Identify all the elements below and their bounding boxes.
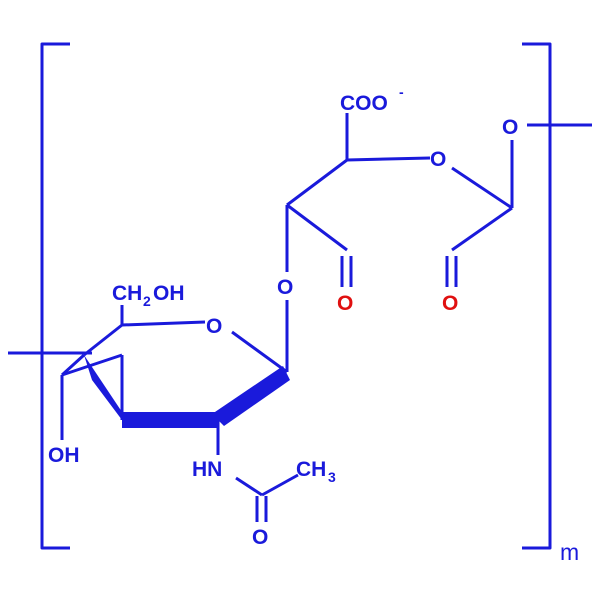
methyl-subscript: 3 [328,469,336,485]
ring-bond-c3-c3back [61,353,123,377]
bond-ring-o-right [451,166,513,210]
ring-bond-o-c1 [231,330,288,374]
amide-c-ch3 [261,473,299,497]
glycosidic-oxygen-label: O [277,276,293,299]
left-bracket [40,42,70,550]
ch2oh-oh-label: OH [153,282,185,305]
right-bracket [522,42,552,550]
wedge-c4-c3front [84,355,122,420]
repeat-index-label: m [560,539,579,565]
methyl-ch-label: CH [296,458,326,481]
aldehyde-left-oxygen: O [337,292,353,315]
carboxylate-label: COO [340,92,388,115]
wedge-front-bond [122,412,218,428]
bond-right-aldehyde [451,206,513,252]
amide-hn-label: HN [192,458,222,481]
aldehyde-right-oxygen: O [442,292,458,315]
ring-bond-c4-c3 [60,353,86,377]
wedge-c2-c1 [212,366,290,426]
ring-bond-c5-o [121,320,206,327]
bond-c-carboxyl-c [286,158,348,207]
carboxylate-charge: - [399,84,404,100]
amide-n-c [235,476,263,497]
ring-bond-c5-c4 [83,323,123,357]
sialic-ring-oxygen-label: O [430,148,446,171]
bond-to-ring-o [346,156,431,162]
hydroxyl-label: OH [48,444,80,467]
carbonyl-oxygen-label: O [252,526,268,549]
bond-left-aldehyde [286,203,348,252]
ch2oh-subscript: 2 [143,293,151,309]
ch2oh-ch-label: CH [112,282,142,305]
ring-oxygen-label: O [206,315,222,338]
linker-oxygen-label: O [502,116,518,139]
